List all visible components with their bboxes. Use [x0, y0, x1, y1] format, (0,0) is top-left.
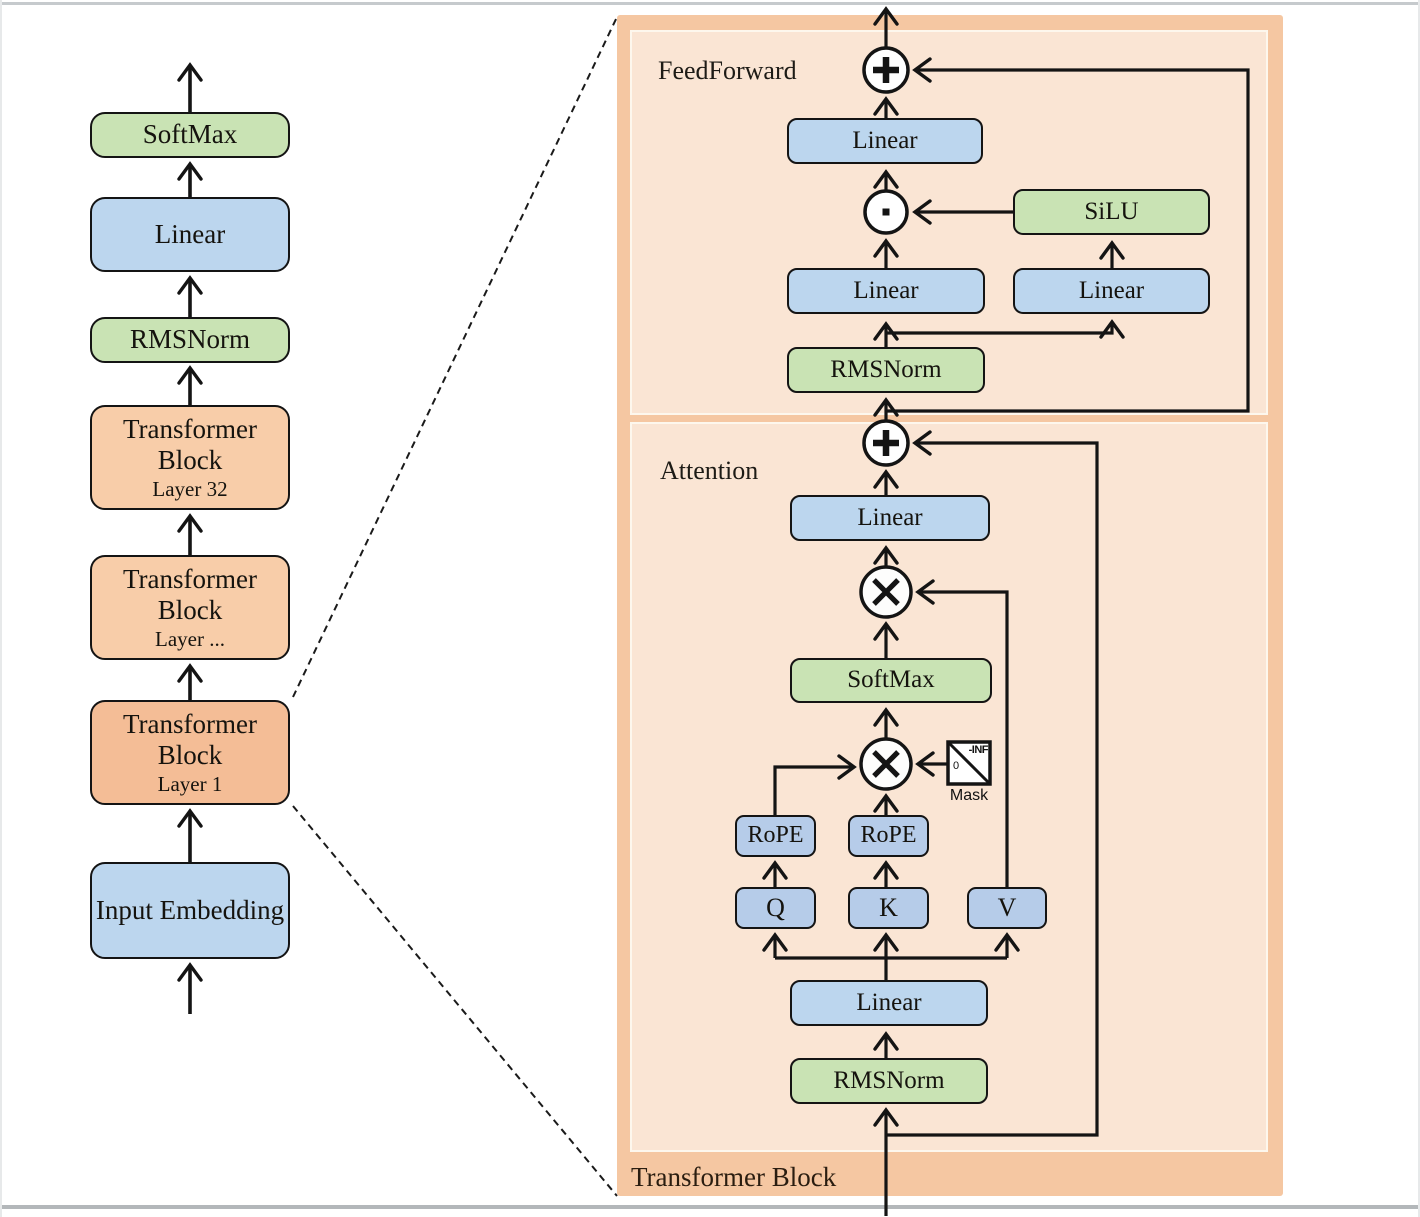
mask-icon [946, 740, 992, 786]
block-label: Transformer Block [123, 414, 257, 476]
lower-matmul-icon [859, 737, 913, 791]
block-linear: Linear [90, 197, 290, 272]
window-left-border [0, 0, 2, 1217]
block-sublabel: Layer ... [155, 626, 225, 651]
block-label: SoftMax [142, 119, 238, 150]
block-label: RMSNorm [129, 324, 251, 355]
block-sublabel: Layer 32 [152, 476, 228, 501]
transformer-block-title: Transformer Block [631, 1162, 837, 1192]
window-bottom-border [0, 1205, 1420, 1209]
block-softmax: SoftMax [90, 112, 290, 158]
value-box: V [967, 887, 1047, 929]
block-label: Transformer Block [123, 564, 257, 626]
elementwise-product-icon [863, 189, 909, 235]
mask-zero-value: 0 [953, 760, 960, 772]
mask-label: Mask [949, 787, 989, 804]
ff-gate-linear-box: Linear [787, 268, 985, 314]
panel-arrows [762, 6, 1250, 1216]
mask-neg-inf-value: -INF [968, 744, 989, 756]
ff-up-linear-box: Linear [1013, 268, 1210, 314]
window-top-border [0, 2, 1420, 5]
feedforward-section-label: FeedForward [658, 56, 797, 85]
block-sublabel: Layer 1 [157, 771, 223, 796]
attention-section [630, 422, 1268, 1152]
rope-k-box: RoPE [848, 815, 929, 857]
attn-input-linear-box: Linear [790, 980, 988, 1026]
ff-rmsnorm-box: RMSNorm [787, 347, 985, 393]
query-box: Q [735, 887, 816, 929]
block-label: Linear [154, 218, 226, 249]
attn-softmax-box: SoftMax [790, 658, 992, 703]
ff-add-icon [862, 46, 910, 94]
attn-rmsnorm-box: RMSNorm [790, 1058, 988, 1104]
rope-q-box: RoPE [735, 815, 816, 857]
block-label: Input Embedding [95, 894, 285, 925]
block-transformer-layer-32: Transformer Block Layer 32 [90, 405, 290, 510]
ff-output-linear-box: Linear [787, 118, 983, 164]
zoom-guide-lines [292, 16, 618, 1197]
ff-silu-box: SiLU [1013, 189, 1210, 235]
block-label: Transformer Block [123, 709, 257, 771]
block-rmsnorm: RMSNorm [90, 317, 290, 363]
key-box: K [848, 887, 929, 929]
window-right-border [1418, 0, 1420, 1217]
attention-add-icon [862, 419, 910, 467]
upper-matmul-icon [859, 565, 913, 619]
block-transformer-layer-dots: Transformer Block Layer ... [90, 555, 290, 660]
attn-output-linear-box: Linear [790, 495, 990, 541]
attention-section-label: Attention [660, 456, 759, 485]
block-input-embedding: Input Embedding [90, 862, 290, 959]
block-transformer-layer-1: Transformer Block Layer 1 [90, 700, 290, 805]
